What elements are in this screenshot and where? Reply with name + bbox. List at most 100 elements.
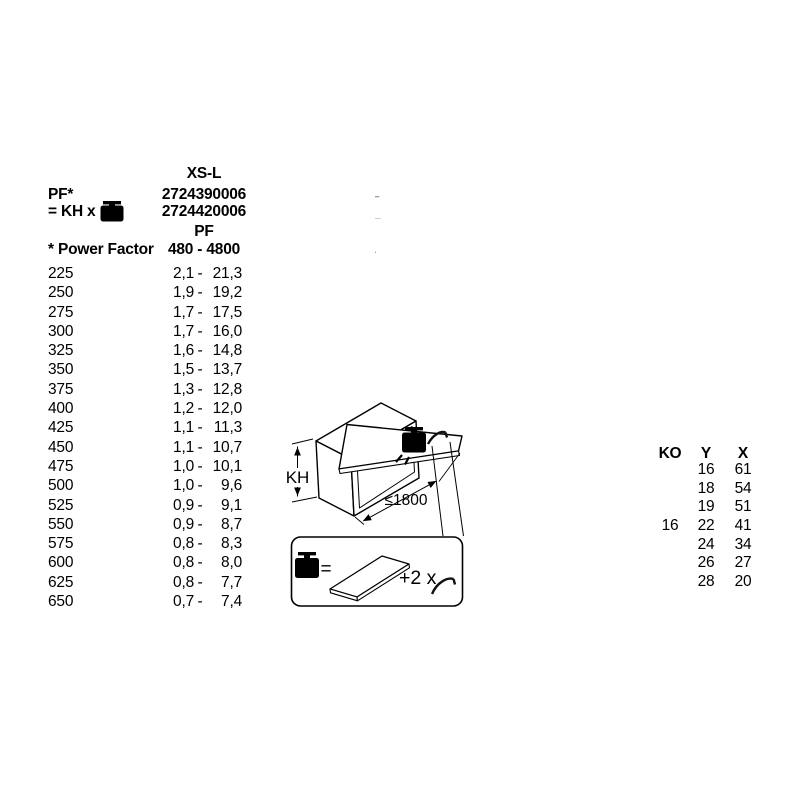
power-table-row: 250 1,9-19,2 bbox=[40, 283, 280, 302]
weight-min: 1,1 bbox=[173, 438, 194, 456]
weight-min: 1,0 bbox=[173, 457, 194, 475]
range-dash: - bbox=[197, 515, 203, 533]
range-dash: - bbox=[197, 265, 203, 282]
y-value: 22 bbox=[697, 517, 715, 535]
x-value: 20 bbox=[734, 573, 752, 591]
front-panel-icon bbox=[329, 555, 411, 602]
max-width-dimension: ≤1800 bbox=[354, 452, 461, 525]
weight-min: 1,2 bbox=[173, 400, 194, 418]
range-dash: - bbox=[197, 496, 203, 514]
pf-column-header: PF bbox=[194, 222, 214, 240]
range-dash: - bbox=[197, 322, 203, 340]
iso-cabinet: kg KH ≤1800 bbox=[286, 402, 464, 537]
weight-min: 2,1 bbox=[173, 265, 194, 282]
weight-max: 19,2 bbox=[212, 284, 243, 302]
handle-icon bbox=[426, 430, 449, 445]
y-value: 26 bbox=[697, 554, 715, 572]
weight-min: 0,7 bbox=[173, 593, 194, 611]
range-dash: - bbox=[197, 400, 203, 418]
weight-max: 8,0 bbox=[221, 554, 242, 572]
x-value: 51 bbox=[734, 498, 752, 516]
ko-header: KO bbox=[658, 445, 682, 462]
range-dash: - bbox=[197, 419, 203, 437]
x-value: 41 bbox=[734, 517, 752, 535]
weight-min: 1,1 bbox=[173, 419, 194, 437]
x-header: X bbox=[737, 445, 749, 462]
pf-value: 225 bbox=[48, 265, 74, 282]
weight-min: 1,5 bbox=[173, 361, 194, 379]
pf-value: 275 bbox=[48, 303, 74, 321]
pf-value: 250 bbox=[48, 284, 74, 302]
order-number: 2724390006 bbox=[161, 185, 247, 203]
formula-text: = KH x bbox=[48, 202, 96, 220]
power-factor-table: XS-L PF* 2724390006 = KH x kg 2724420006… bbox=[40, 160, 280, 615]
front-edge-view: 22 10 bbox=[375, 196, 381, 253]
weight-max: 7,4 bbox=[221, 593, 242, 611]
range-dash: - bbox=[197, 284, 203, 302]
ko-table-row: 26 27 bbox=[648, 554, 768, 573]
isometric-view: kg KH ≤1800 bbox=[286, 402, 464, 607]
pf-value: 625 bbox=[48, 573, 74, 591]
order-number: 2724420006 bbox=[161, 202, 247, 220]
weight-max: 13,7 bbox=[212, 361, 243, 379]
width22-dimension: 22 bbox=[375, 196, 380, 198]
weight-max: 10,1 bbox=[212, 457, 243, 475]
kg-icon-label: kg bbox=[301, 564, 314, 576]
y-header: Y bbox=[700, 445, 712, 462]
weight-max: 12,8 bbox=[212, 380, 243, 398]
weight-max: 12,0 bbox=[212, 400, 243, 418]
y-value: 24 bbox=[697, 535, 715, 553]
pf-value: 450 bbox=[48, 438, 74, 456]
x-value: 61 bbox=[734, 461, 752, 478]
ko-value: 16 bbox=[661, 517, 679, 535]
pf-value: 375 bbox=[48, 380, 74, 398]
plus-handles-label: +2 x bbox=[399, 567, 437, 589]
pf-value: 475 bbox=[48, 457, 74, 475]
ko-table-row: 16 22 41 bbox=[648, 517, 768, 536]
range-dash: - bbox=[197, 477, 203, 495]
weight-max: 10,7 bbox=[212, 438, 243, 456]
weight-min: 0,8 bbox=[173, 554, 194, 572]
weight-max: 14,8 bbox=[212, 342, 243, 360]
power-table-row: 475 1,0-10,1 bbox=[40, 457, 280, 476]
range-dash: - bbox=[197, 573, 203, 591]
pf-value: 525 bbox=[48, 496, 74, 514]
pf-value: 325 bbox=[48, 342, 74, 360]
y-value: 19 bbox=[697, 498, 715, 516]
pf-value: 650 bbox=[48, 593, 74, 611]
weight-min: 1,9 bbox=[173, 284, 194, 302]
weight-min: 1,7 bbox=[173, 322, 194, 340]
kh-dimension: KH bbox=[286, 438, 318, 503]
power-factor-note: * Power Factor bbox=[48, 240, 154, 258]
weight-max: 9,6 bbox=[221, 477, 242, 495]
x-value: 27 bbox=[734, 554, 752, 572]
weight-min: 0,9 bbox=[173, 515, 194, 533]
pf-range: 480 - 4800 bbox=[167, 240, 241, 258]
pf-value: 575 bbox=[48, 535, 74, 553]
kh-label: KH bbox=[286, 468, 310, 487]
weight-max: 7,7 bbox=[221, 573, 242, 591]
power-table-row: 625 0,8-7,7 bbox=[40, 573, 280, 592]
range-dash: - bbox=[197, 342, 203, 360]
range-dash: - bbox=[197, 535, 203, 553]
handle-icon bbox=[430, 577, 457, 595]
weight-min: 1,3 bbox=[173, 380, 194, 398]
range-dash: - bbox=[197, 457, 203, 475]
weight-min: 0,8 bbox=[173, 573, 194, 591]
